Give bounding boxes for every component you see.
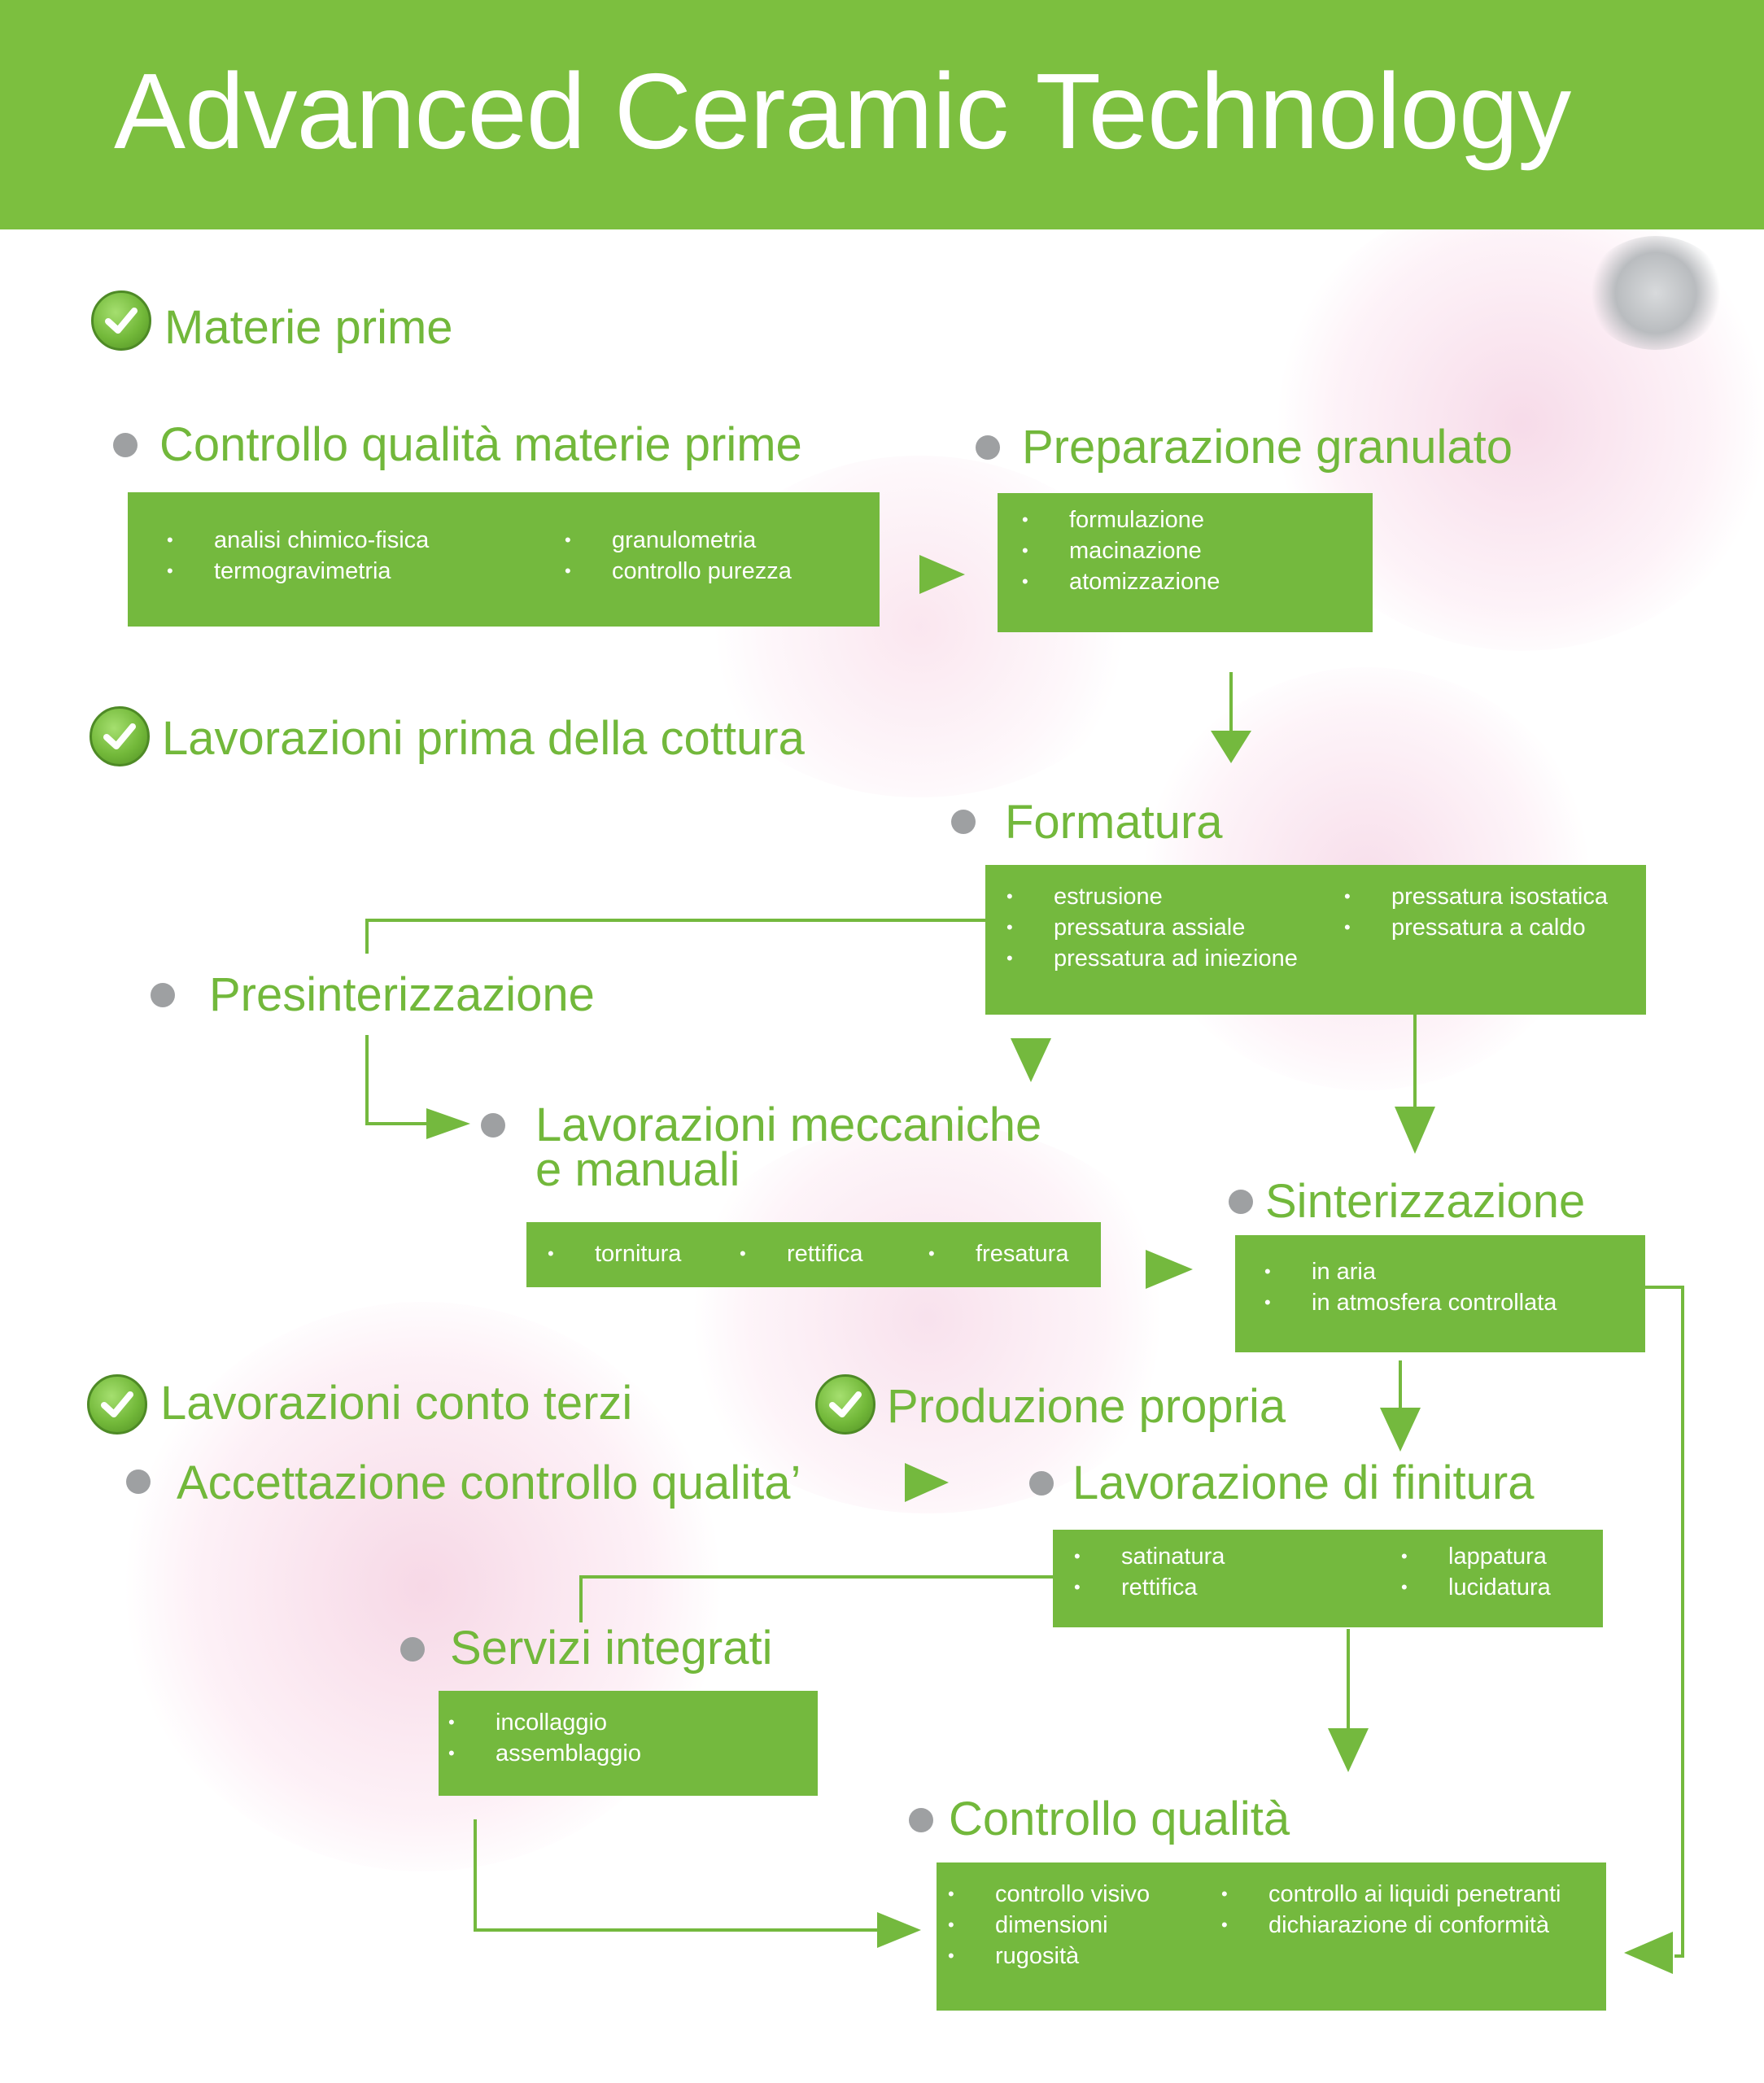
list-item: in atmosfera controllata (1264, 1287, 1557, 1318)
check-circle-icon (815, 1374, 875, 1435)
arrow-icon (1146, 1250, 1193, 1289)
list-col: analisi chimico-fisica termogravimetria (167, 525, 429, 587)
list-item: dimensioni (948, 1910, 1150, 1941)
bullet-dot-icon (1029, 1471, 1054, 1496)
box-controllo-qualita-materie-prime: analisi chimico-fisica termogravimetria … (128, 492, 880, 627)
list-item: granulometria (565, 525, 792, 556)
list-item: pressatura ad iniezione (1006, 943, 1298, 974)
list-item: rettifica (1074, 1572, 1225, 1603)
list-col: lappatura lucidatura (1401, 1541, 1551, 1603)
list-item: lucidatura (1401, 1572, 1551, 1603)
list-item: controllo purezza (565, 556, 792, 587)
arrow-icon (1380, 1408, 1421, 1452)
arrow-icon (905, 1463, 949, 1502)
list-item: rettifica (740, 1238, 862, 1269)
box-lavorazione-finitura: satinatura rettifica lappatura lucidatur… (1053, 1530, 1603, 1627)
step-lavorazioni-meccaniche-line1: Lavorazioni meccaniche (535, 1098, 1042, 1151)
list-col: controllo visivo dimensioni rugosità (948, 1879, 1150, 1972)
check-circle-icon (87, 1374, 147, 1435)
arrow-icon (1328, 1728, 1369, 1772)
background-metal-insert (1587, 236, 1725, 350)
list-col: estrusione pressatura assiale pressatura… (1006, 881, 1298, 974)
section-materie-prime: Materie prime (164, 301, 453, 354)
step-sinterizzazione: Sinterizzazione (1265, 1175, 1586, 1228)
bullet-dot-icon (909, 1808, 933, 1832)
step-presinterizzazione: Presinterizzazione (209, 968, 595, 1021)
flow-line (365, 919, 985, 954)
header-banner: Advanced Ceramic Technology (0, 0, 1764, 229)
arrow-icon (1211, 731, 1251, 763)
box-lavorazioni-meccaniche: tornitura rettifica fresatura (526, 1222, 1101, 1287)
box-sinterizzazione: in aria in atmosfera controllata (1235, 1235, 1645, 1352)
section-lavorazioni-conto-terzi: Lavorazioni conto terzi (160, 1377, 633, 1430)
list-col: pressatura isostatica pressatura a caldo (1344, 881, 1608, 943)
step-controllo-qualita-materie-prime: Controllo qualità materie prime (159, 418, 802, 471)
list-item: controllo ai liquidi penetranti (1221, 1879, 1561, 1910)
list-item: formulazione (1022, 504, 1220, 535)
flow-line (365, 1035, 428, 1125)
check-circle-icon (91, 290, 151, 351)
arrow-icon (1011, 1038, 1051, 1082)
arrow-icon (1395, 1107, 1435, 1154)
arrow-icon (1624, 1932, 1673, 1974)
list-item: lappatura (1401, 1541, 1551, 1572)
check-circle-icon (90, 706, 150, 766)
page-title: Advanced Ceramic Technology (114, 51, 1571, 171)
list-item: pressatura assiale (1006, 912, 1298, 943)
list-col: granulometria controllo purezza (565, 525, 792, 587)
list-item: dichiarazione di conformità (1221, 1910, 1561, 1941)
section-produzione-propria: Produzione propria (887, 1380, 1286, 1433)
list-item: macinazione (1022, 535, 1220, 566)
bullet-dot-icon (151, 983, 175, 1007)
box-controllo-qualita: controllo visivo dimensioni rugosità con… (937, 1862, 1606, 2011)
list-item: controllo visivo (948, 1879, 1150, 1910)
list-item: tornitura (548, 1238, 681, 1269)
box-servizi-integrati: incollaggio assemblaggio (439, 1691, 818, 1796)
list-col: controllo ai liquidi penetranti dichiara… (1221, 1879, 1561, 1941)
arrow-icon (919, 555, 965, 594)
list-item: satinatura (1074, 1541, 1225, 1572)
step-servizi-integrati: Servizi integrati (450, 1622, 773, 1675)
list-item: pressatura a caldo (1344, 912, 1608, 943)
list-col: incollaggio assemblaggio (448, 1707, 641, 1769)
bullet-dot-icon (126, 1469, 151, 1494)
box-preparazione-granulato: formulazione macinazione atomizzazione (998, 493, 1373, 632)
list-item: estrusione (1006, 881, 1298, 912)
step-lavorazioni-meccaniche-line2: e manuali (535, 1143, 740, 1196)
list-item: atomizzazione (1022, 566, 1220, 597)
box-formatura: estrusione pressatura assiale pressatura… (985, 865, 1646, 1015)
arrow-icon (426, 1108, 470, 1139)
flow-line (579, 1575, 1053, 1622)
step-controllo-qualita: Controllo qualità (949, 1793, 1290, 1845)
bullet-dot-icon (951, 810, 976, 834)
step-accettazione-controllo-qualita: Accettazione controllo qualita’ (177, 1456, 801, 1509)
step-formatura: Formatura (1005, 796, 1223, 849)
list-col: formulazione macinazione atomizzazione (1022, 504, 1220, 597)
step-lavorazione-finitura: Lavorazione di finitura (1072, 1456, 1535, 1509)
list-item: in aria (1264, 1256, 1557, 1287)
step-preparazione-granulato: Preparazione granulato (1022, 421, 1513, 474)
bullet-dot-icon (400, 1637, 425, 1662)
bullet-dot-icon (976, 435, 1000, 460)
list-item: pressatura isostatica (1344, 881, 1608, 912)
section-lavorazioni-prima-cottura: Lavorazioni prima della cottura (162, 712, 805, 765)
list-col: in aria in atmosfera controllata (1264, 1256, 1557, 1318)
list-item: rugosità (948, 1941, 1150, 1972)
flow-line (474, 1819, 879, 1932)
background-ceramic-shape (667, 1123, 1188, 1513)
bullet-dot-icon (113, 433, 138, 457)
bullet-dot-icon (481, 1113, 505, 1138)
flow-line (1645, 1286, 1684, 1958)
list-item: assemblaggio (448, 1738, 641, 1769)
list-item: incollaggio (448, 1707, 641, 1738)
list-item: analisi chimico-fisica (167, 525, 429, 556)
list-item: fresatura (928, 1238, 1068, 1269)
arrow-icon (877, 1912, 921, 1948)
list-col: satinatura rettifica (1074, 1541, 1225, 1603)
bullet-dot-icon (1229, 1190, 1253, 1214)
list-item: termogravimetria (167, 556, 429, 587)
